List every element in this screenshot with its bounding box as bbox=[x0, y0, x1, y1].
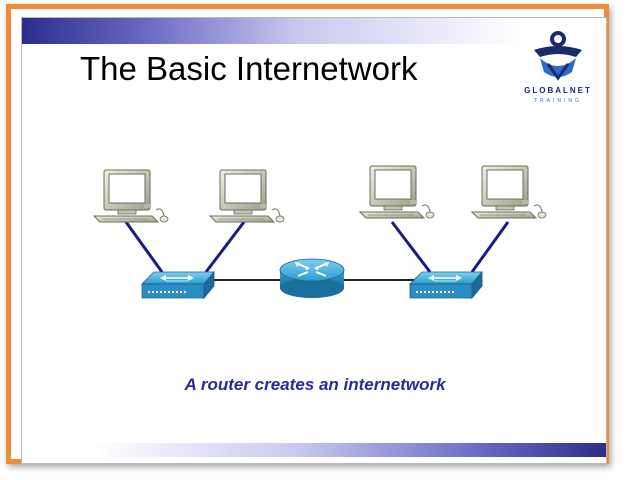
link-pc1-switch1 bbox=[124, 221, 164, 273]
switch-icon bbox=[409, 271, 483, 299]
logo-wordmark: GLOBALNET bbox=[524, 86, 592, 95]
link-pc2-switch1 bbox=[204, 221, 246, 273]
link-pc3-switch2 bbox=[390, 221, 432, 273]
globalnet-logo: GLOBALNET TRAINING bbox=[520, 26, 596, 112]
slide-caption: A router creates an internetwork bbox=[184, 375, 446, 394]
computer-icon bbox=[471, 165, 547, 219]
computer-icon bbox=[359, 165, 435, 219]
computer-icon bbox=[209, 169, 285, 223]
slide-frame: The Basic Internetwork GLOBALNET TRAININ… bbox=[6, 4, 609, 464]
switch-icon bbox=[141, 271, 215, 299]
computer-icon bbox=[93, 169, 169, 223]
slide: The Basic Internetwork GLOBALNET TRAININ… bbox=[21, 17, 607, 464]
slide-title: The Basic Internetwork bbox=[80, 50, 418, 87]
logo-tagline: TRAINING bbox=[534, 98, 582, 104]
network-diagram bbox=[93, 165, 547, 299]
logo-figure-icon bbox=[534, 31, 582, 81]
top-gradient-band bbox=[22, 18, 522, 44]
link-pc4-switch2 bbox=[470, 221, 510, 273]
bottom-gradient-band bbox=[92, 443, 606, 457]
router-icon bbox=[279, 258, 345, 299]
